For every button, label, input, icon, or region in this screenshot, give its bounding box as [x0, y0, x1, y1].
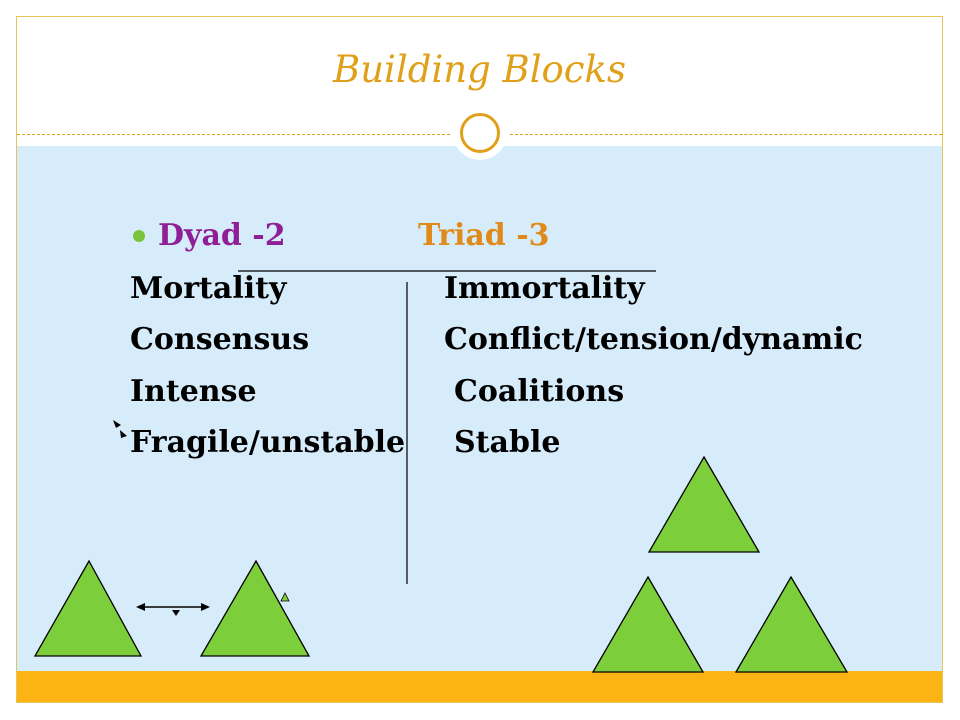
circle-ornament-icon [453, 106, 507, 160]
row-right-1: Immortality [444, 271, 645, 306]
footer-bar [17, 671, 942, 702]
triad-heading: Triad -3 [418, 218, 550, 253]
row-left-4: Fragile/unstable [130, 425, 406, 460]
dyad-triangle-left [33, 559, 143, 657]
row-right-2: Conflict/tension/dynamic [444, 322, 863, 357]
bullet-icon [133, 230, 145, 242]
header-divider-left [17, 134, 450, 135]
triad-triangle-bottom-right [734, 575, 849, 673]
row-right-4: Stable [454, 425, 561, 460]
slide-title: Building Blocks [333, 48, 626, 91]
header-divider-right [510, 134, 942, 135]
dyad-heading: Dyad -2 [158, 218, 286, 253]
double-arrow-icon [136, 603, 210, 616]
slide-frame [16, 16, 943, 703]
small-triangle-marker [280, 592, 290, 602]
small-arrow-marks-icon [113, 420, 127, 438]
row-left-3: Intense [130, 374, 257, 409]
row-left-2: Consensus [130, 322, 310, 357]
row-right-3: Coalitions [454, 374, 625, 409]
triad-triangle-bottom-left [591, 575, 705, 673]
triad-triangle-top [647, 455, 761, 553]
dyad-triangle-right [199, 559, 311, 657]
row-left-1: Mortality [130, 271, 287, 306]
